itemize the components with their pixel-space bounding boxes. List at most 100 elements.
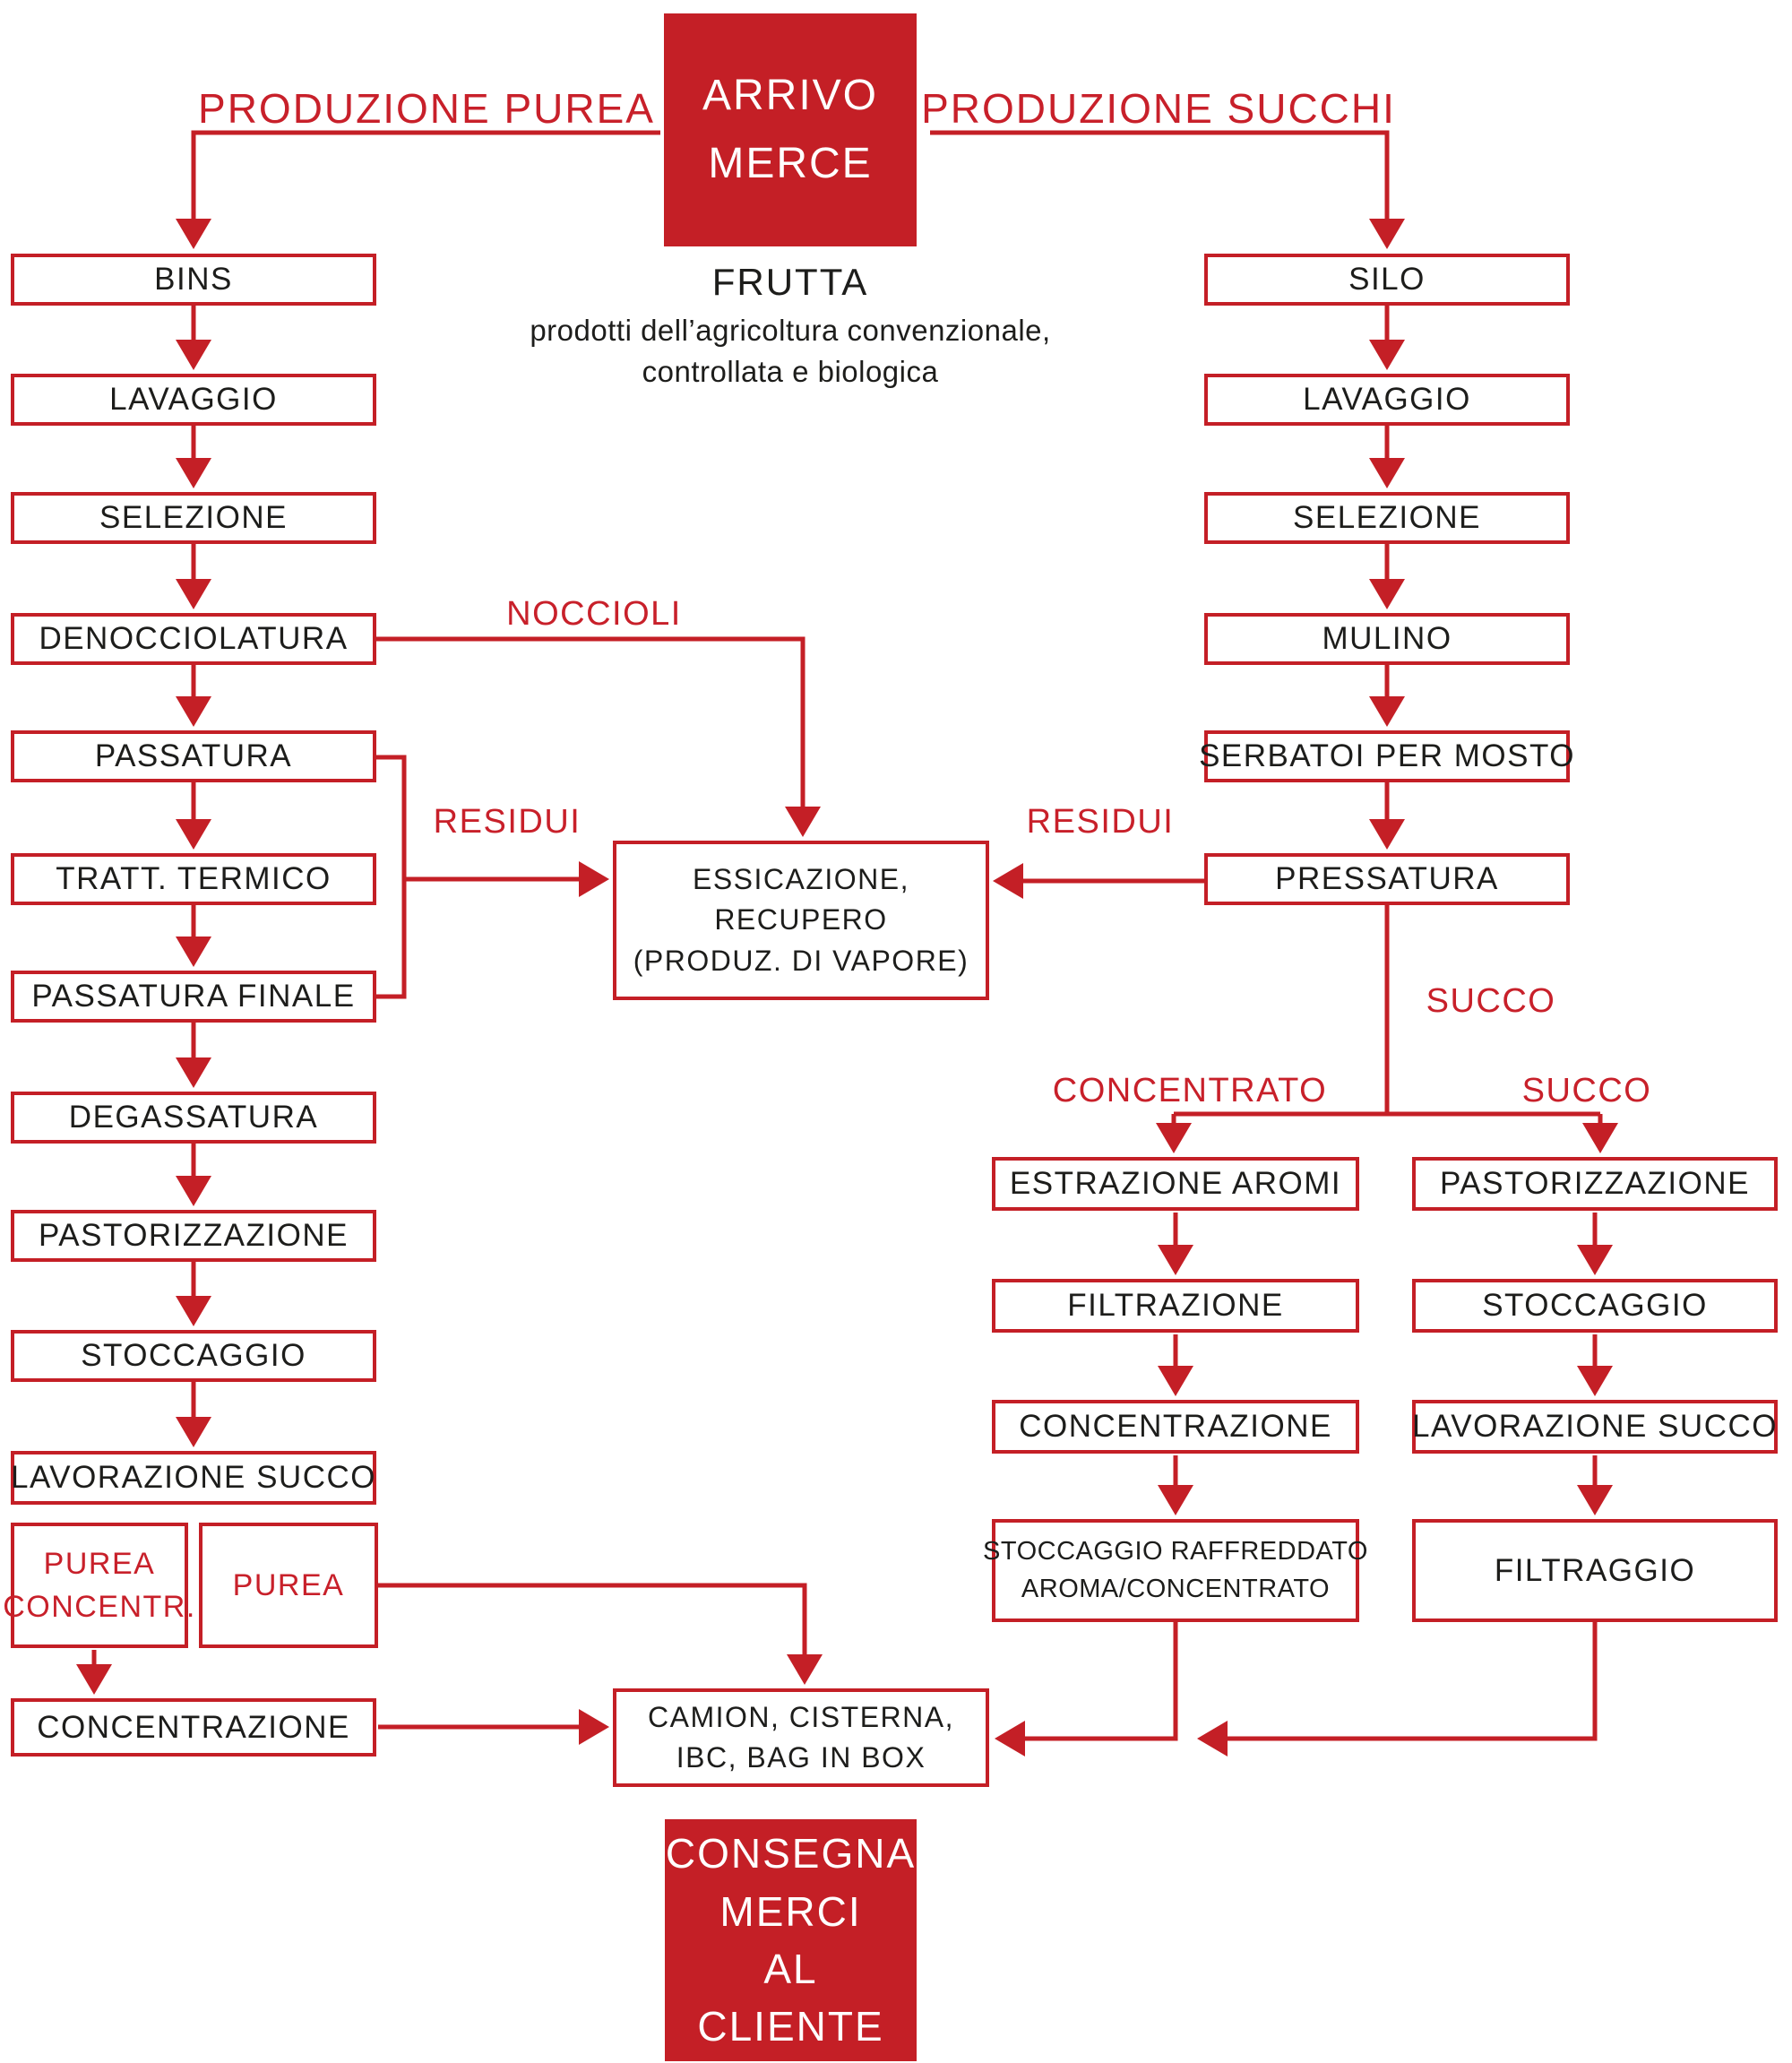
essicazione-label: ESSICAZIONE, (692, 862, 910, 895)
flow-succo-2-arrowhead (1577, 1366, 1613, 1396)
flow-purea-8-arrowhead (176, 1176, 211, 1206)
flow-purea-10-arrowhead (176, 1417, 211, 1447)
concentrazione-aromi-label: CONCENTRAZIONE (1019, 1409, 1332, 1445)
stoccaggio-raffreddato-out (1025, 1622, 1178, 1741)
flow-aromi-2-arrowhead (1158, 1366, 1193, 1396)
stoccaggio-raffreddato-out-arrowhead (995, 1721, 1025, 1757)
pastorizzazione-purea: PASTORIZZAZIONE (11, 1210, 376, 1262)
stoccaggio-purea: STOCCAGGIO (11, 1330, 376, 1382)
residui-bracket (376, 755, 407, 999)
header-succhi-path-arrowhead (1369, 219, 1405, 249)
bins-label: BINS (154, 262, 233, 298)
label-produzione-succhi: PRODUZIONE SUCCHI (921, 85, 1396, 132)
purea-concentr: PUREA CONCENTR. (3, 1523, 194, 1648)
estrazione-aromi: ESTRAZIONE AROMI (992, 1157, 1359, 1211)
flow-purea-5-arrowhead (176, 819, 211, 850)
flow-concentr-down-arrowhead (76, 1664, 112, 1695)
arrivo-merce: ARRIVO MERCE (664, 13, 917, 246)
camion-label: CAMION, CISTERNA, (648, 1700, 954, 1733)
label-produzione-purea: PRODUZIONE PUREA (198, 85, 655, 132)
flow-aromi-3-arrowhead (1158, 1485, 1193, 1515)
essicazione-label: (PRODUZ. DI VAPORE) (633, 944, 969, 977)
label-concentrato: CONCENTRATO (1052, 1072, 1328, 1109)
purea-out-arrowhead (787, 1654, 823, 1685)
selezione-purea: SELEZIONE (11, 492, 376, 544)
denocciolatura-label: DENOCCIOLATURA (39, 621, 349, 657)
selezione-purea-label: SELEZIONE (99, 500, 288, 536)
selezione-succhi: SELEZIONE (1204, 492, 1570, 544)
label-noccioli: NOCCIOLI (506, 595, 682, 633)
degassatura-label: DEGASSATURA (68, 1100, 319, 1135)
tratt-termico: TRATT. TERMICO (11, 853, 376, 905)
arrivo-merce-label: ARRIVO (702, 72, 879, 120)
flow-purea-2-arrowhead (176, 458, 211, 488)
residui-right-arrow-arrowhead (993, 863, 1023, 899)
flow-succo-1-arrowhead (1577, 1245, 1613, 1275)
stoccaggio-raffreddato-label: STOCCAGGIO RAFFREDDATO (983, 1537, 1368, 1567)
purea-concentr-label: CONCENTR. (3, 1590, 196, 1624)
header-succhi-path (930, 130, 1390, 219)
consegna-label: AL (763, 1946, 818, 1992)
filtraggio-out-arrowhead (1197, 1721, 1228, 1757)
filtraggio: FILTRAGGIO (1412, 1519, 1778, 1622)
selezione-succhi-label: SELEZIONE (1293, 500, 1481, 536)
passatura-finale: PASSATURA FINALE (11, 971, 376, 1023)
mulino-label: MULINO (1322, 621, 1452, 657)
residui-left-arrow-arrowhead (579, 861, 609, 897)
lavaggio-succhi: LAVAGGIO (1204, 374, 1570, 426)
frutta-note-label: FRUTTA (711, 260, 869, 303)
camion-label: IBC, BAG IN BOX (676, 1741, 926, 1774)
header-purea-path (191, 130, 660, 219)
branch-concentrato-arrow-arrowhead (1156, 1123, 1192, 1153)
passatura: PASSATURA (11, 730, 376, 782)
lavorazione-succo-finale: LAVORAZIONE SUCCO (1412, 1400, 1778, 1454)
flow-succhi-4-arrowhead (1369, 696, 1405, 727)
label-residui-left: RESIDUI (433, 803, 582, 841)
flow-purea-1-arrowhead (176, 340, 211, 370)
passatura-label: PASSATURA (94, 738, 293, 774)
passatura-finale-label: PASSATURA FINALE (31, 979, 356, 1014)
essicazione-label: RECUPERO (714, 903, 888, 937)
flow-aromi-1-arrowhead (1158, 1245, 1193, 1275)
denocciolatura: DENOCCIOLATURA (11, 613, 376, 665)
filtraggio-out (1228, 1622, 1598, 1741)
stoccaggio-succo: STOCCAGGIO (1412, 1279, 1778, 1333)
filtrazione: FILTRAZIONE (992, 1279, 1359, 1333)
mulino: MULINO (1204, 613, 1570, 665)
silo: SILO (1204, 254, 1570, 306)
purea-concentr-label: PUREA (43, 1546, 156, 1581)
header-purea-path-arrowhead (176, 219, 211, 249)
arrivo-merce-label: MERCE (708, 140, 873, 187)
essicazione: ESSICAZIONE, RECUPERO (PRODUZ. DI VAPORE) (613, 841, 989, 1000)
serbatoi-mosto: SERBATOI PER MOSTO (1199, 730, 1573, 782)
flow-succhi-3-arrowhead (1369, 579, 1405, 609)
concentrazione-aromi: CONCENTRAZIONE (992, 1400, 1359, 1454)
lavorazione-succo-purea-label: LAVORAZIONE SUCCO (11, 1460, 376, 1496)
noccioli-path (376, 636, 806, 807)
flow-succhi-1-arrowhead (1369, 340, 1405, 370)
noccioli-path-arrowhead (785, 807, 821, 837)
lavorazione-succo-finale-label: LAVORAZIONE SUCCO (1412, 1409, 1778, 1445)
flow-purea-9-arrowhead (176, 1296, 211, 1326)
pressatura: PRESSATURA (1204, 853, 1570, 905)
pastorizzazione-succo: PASTORIZZAZIONE (1412, 1157, 1778, 1211)
degassatura: DEGASSATURA (11, 1092, 376, 1144)
flow-succo-3-arrowhead (1577, 1485, 1613, 1515)
lavorazione-succo-purea: LAVORAZIONE SUCCO (11, 1451, 376, 1505)
camion: CAMION, CISTERNA, IBC, BAG IN BOX (613, 1688, 989, 1787)
estrazione-aromi-label: ESTRAZIONE AROMI (1009, 1166, 1342, 1202)
pastorizzazione-succo-label: PASTORIZZAZIONE (1440, 1166, 1750, 1202)
flow-purea-6-arrowhead (176, 937, 211, 967)
lavaggio-purea: LAVAGGIO (11, 374, 376, 426)
stoccaggio-purea-label: STOCCAGGIO (81, 1338, 306, 1374)
branch-succo-arrow-arrowhead (1582, 1123, 1618, 1153)
purea-label: PUREA (232, 1567, 345, 1602)
serbatoi-mosto-label: SERBATOI PER MOSTO (1199, 738, 1575, 774)
silo-label: SILO (1348, 262, 1426, 298)
pastorizzazione-purea-label: PASTORIZZAZIONE (39, 1218, 349, 1254)
filtraggio-label: FILTRAGGIO (1494, 1552, 1696, 1588)
